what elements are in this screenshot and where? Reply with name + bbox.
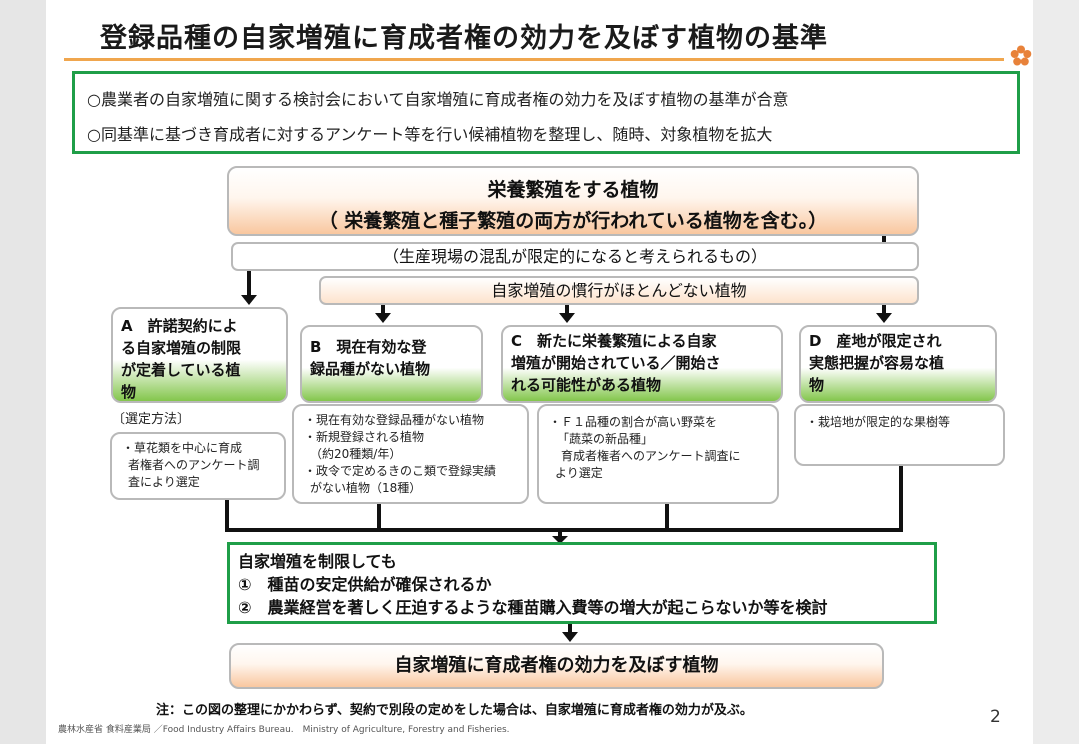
connector-a-down <box>225 500 229 532</box>
viewer-side-band <box>1033 0 1079 744</box>
category-d-line-2: 実態把握が容易な植 <box>809 354 945 372</box>
ministry-footer: 農林水産省 食料産業局 ／Food Industry Affairs Burea… <box>58 725 510 735</box>
merge-bar <box>225 528 903 532</box>
main-box-line-2: （ 栄養繁殖と種子繁殖の両方が行われている植物を含む。） <box>318 210 828 232</box>
arrow-stem-b <box>381 305 385 313</box>
category-d: D 産地が限定され 実態把握が容易な植 物 <box>799 325 997 403</box>
description-c-line-4: より選定 <box>555 466 603 480</box>
category-a-line-4: 物 <box>121 383 137 401</box>
check-line-2: ① 種苗の安定供給が確保されるか <box>238 575 492 594</box>
check-line-3: ② 農業経営を著しく圧迫するような種苗購入費等の増大が起こらないか等を検討 <box>238 598 828 617</box>
description-b-line-2: ・新規登録される植物 <box>304 430 425 444</box>
arrow-stem-c <box>565 305 569 313</box>
description-b-line-5: がない植物（18種） <box>310 481 422 495</box>
summary-line-1: ○農業者の自家増殖に関する検討会において自家増殖に育成者権の効力を及ぼす植物の基… <box>87 90 789 109</box>
arrow-head-result <box>562 632 578 642</box>
arrow-stem-result <box>568 624 572 632</box>
page-number: 2 <box>990 707 1001 727</box>
category-c-line-3: れる可能性がある植物 <box>511 376 662 394</box>
category-c-line-1: C 新たに栄養繁殖による自家 <box>511 332 717 350</box>
arrow-head-d <box>876 313 892 323</box>
description-c-line-3: 育成者権者へのアンケート調査に <box>561 449 741 463</box>
evaluation-criteria-box: 自家増殖を制限しても ① 種苗の安定供給が確保されるか ② 農業経営を著しく圧迫… <box>227 542 937 624</box>
description-d-line-1: ・栽培地が限定的な果樹等 <box>806 415 951 429</box>
arrow-stem-d <box>882 305 886 313</box>
arrow-stem-a <box>247 271 251 295</box>
selection-method-label: 〔選定方法〕 <box>112 412 191 427</box>
summary-line-2: ○同基準に基づき育成者に対するアンケート等を行い候補植物を整理し、随時、対象植物… <box>87 125 773 144</box>
connector-c-down <box>665 502 669 532</box>
category-c: C 新たに栄養繁殖による自家 増殖が開始されている／開始さ れる可能性がある植物 <box>501 325 783 403</box>
result-box: 自家増殖に育成者権の効力を及ぼす植物 <box>229 643 884 689</box>
check-line-1: 自家増殖を制限しても <box>238 552 397 571</box>
description-b: ・現在有効な登録品種がない植物 ・新規登録される植物 （約20種類/年） ・政令… <box>292 404 529 504</box>
arrow-head-b <box>375 313 391 323</box>
description-b-line-4: ・政令で定めるきのこ類で登録実績 <box>304 464 497 478</box>
connector-b-down <box>377 502 381 532</box>
category-b-line-1: B 現在有効な登 <box>310 338 427 356</box>
category-a-line-3: が定着している植 <box>121 361 241 379</box>
condition-limited-confusion: （生産現場の混乱が限定的になると考えられるもの） <box>231 242 919 271</box>
description-a: ・草花類を中心に育成 者権者へのアンケート調 査により選定 <box>110 432 286 500</box>
arrow-head-merge <box>552 536 568 544</box>
description-c: ・Ｆ１品種の割合が高い野菜を 「蔬菜の新品種」 育成者権者へのアンケート調査に … <box>537 404 779 504</box>
summary-box: ○農業者の自家増殖に関する検討会において自家増殖に育成者権の効力を及ぼす植物の基… <box>72 71 1020 154</box>
main-box-line-1: 栄養繁殖をする植物 <box>487 179 659 201</box>
footnote: 注：この図の整理にかかわらず、契約で別段の定めをした場合は、自家増殖に育成者権の… <box>156 703 753 718</box>
description-c-line-2: 「蔬菜の新品種」 <box>557 432 654 446</box>
category-c-line-2: 増殖が開始されている／開始さ <box>511 354 721 372</box>
condition-no-self-propagation: 自家増殖の慣行がほとんどない植物 <box>319 276 919 305</box>
category-a-line-2: る自家増殖の制限 <box>121 339 242 357</box>
description-c-line-1: ・Ｆ１品種の割合が高い野菜を <box>549 415 718 429</box>
arrow-head-a <box>241 295 257 305</box>
category-b: B 現在有効な登 録品種がない植物 <box>300 325 483 403</box>
connector-main-right <box>882 236 886 242</box>
page-title: 登録品種の自家増殖に育成者権の効力を及ぼす植物の基準 <box>100 23 828 54</box>
category-b-line-2: 録品種がない植物 <box>310 360 431 378</box>
connector-d-down <box>899 466 903 532</box>
title-underline <box>64 58 1004 61</box>
arrow-stem-merge <box>558 532 562 538</box>
description-a-line-3: 査により選定 <box>128 475 200 489</box>
description-a-line-1: ・草花類を中心に育成 <box>122 441 243 455</box>
description-b-line-1: ・現在有効な登録品種がない植物 <box>304 413 485 427</box>
vegetative-propagation-box: 栄養繁殖をする植物 （ 栄養繁殖と種子繁殖の両方が行われている植物を含む。） <box>227 166 919 236</box>
description-a-line-2: 者権者へのアンケート調 <box>128 458 260 472</box>
description-b-line-3: （約20種類/年） <box>310 447 402 461</box>
category-d-line-1: D 産地が限定され <box>809 332 942 350</box>
ume-flower-icon <box>1010 45 1032 66</box>
category-d-line-3: 物 <box>809 376 825 394</box>
category-a: A 許諾契約によ る自家増殖の制限 が定着している植 物 <box>111 307 288 403</box>
arrow-head-c <box>559 313 575 323</box>
category-a-line-1: A 許諾契約によ <box>121 317 238 335</box>
description-d: ・栽培地が限定的な果樹等 <box>794 404 1005 466</box>
